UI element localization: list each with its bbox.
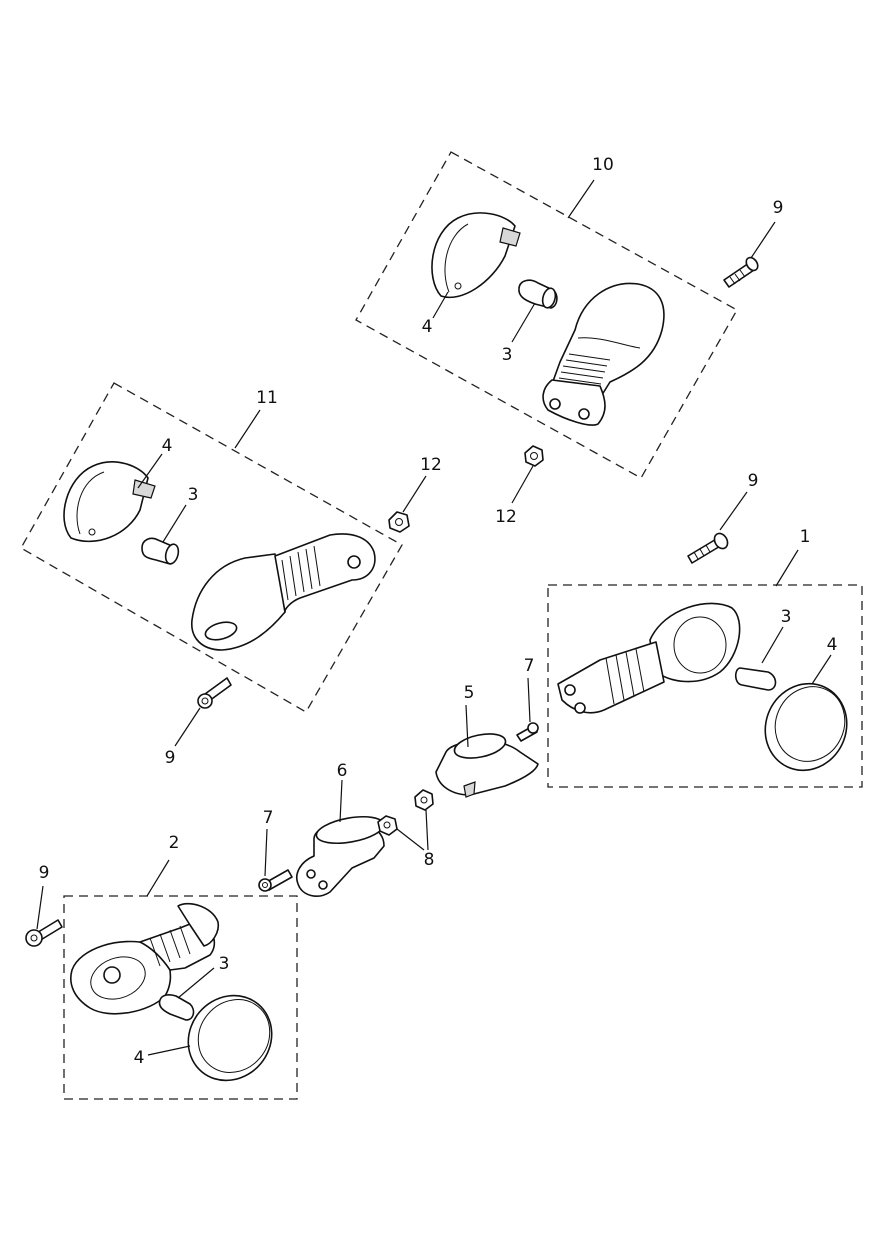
lens-part-4-bottom <box>187 994 273 1082</box>
callout-3-left: 3 <box>188 485 199 505</box>
callout-9-left: 9 <box>165 748 176 768</box>
callout-4-top: 4 <box>422 317 433 337</box>
callout-10: 10 <box>592 155 614 175</box>
bulb-part-3-bottom <box>158 994 195 1021</box>
assembly-2 <box>63 859 298 1100</box>
assembly-10 <box>355 151 776 504</box>
callout-9-bottom: 9 <box>39 863 50 883</box>
callout-7-upper: 7 <box>524 656 535 676</box>
bolt-part-9-left <box>197 677 232 709</box>
bolt-part-9-top <box>723 256 759 288</box>
callout-11: 11 <box>256 388 278 408</box>
assembly-1-outline <box>547 584 863 788</box>
assembly-10-outline <box>355 151 738 479</box>
callout-3-bottom: 3 <box>219 954 230 974</box>
assembly-1 <box>547 549 863 788</box>
nut-part-12-top <box>524 445 544 467</box>
callout-9-right: 9 <box>748 471 759 491</box>
bulb-part-3-right <box>734 667 777 691</box>
assembly-2-outline <box>63 895 298 1100</box>
indicator-body-left <box>191 533 376 651</box>
bulb-part-3-top <box>518 279 558 309</box>
callout-3-top: 3 <box>502 345 513 365</box>
screw-part-7-upper <box>516 722 539 742</box>
callout-8: 8 <box>424 850 435 870</box>
callout-5: 5 <box>464 683 475 703</box>
indicator-body-top <box>542 282 665 426</box>
lens-part-4-right <box>764 682 848 772</box>
callout-4-right: 4 <box>827 635 838 655</box>
callout-4-left: 4 <box>162 436 173 456</box>
callout-labels: 10 9 4 3 12 11 4 3 12 9 1 3 4 9 7 5 6 8 … <box>39 155 838 1068</box>
nut-part-12-left <box>388 511 410 533</box>
assembly-11-outline <box>20 382 403 713</box>
bolt-part-9-bottom <box>25 919 63 947</box>
callout-4-bottom: 4 <box>134 1048 145 1068</box>
callout-12-left: 12 <box>420 455 442 475</box>
callout-6: 6 <box>337 761 348 781</box>
callout-1: 1 <box>800 527 811 547</box>
indicator-body-bottom <box>70 902 220 1015</box>
screw-part-7-lower <box>258 869 293 892</box>
callout-3-right: 3 <box>781 607 792 627</box>
callout-7-lower: 7 <box>263 808 274 828</box>
callout-12-mid: 12 <box>495 507 517 527</box>
callout-9-top: 9 <box>773 198 784 218</box>
callout-2: 2 <box>169 833 180 853</box>
lens-part-4-top <box>431 212 521 299</box>
indicator-body-right <box>557 602 741 714</box>
bulb-part-3-left <box>141 537 180 565</box>
bolt-part-9-right <box>687 532 729 564</box>
nut-part-8 <box>377 789 434 836</box>
lens-part-4-left <box>63 461 156 543</box>
mount-part-6 <box>296 815 385 897</box>
assembly-11 <box>20 382 427 747</box>
